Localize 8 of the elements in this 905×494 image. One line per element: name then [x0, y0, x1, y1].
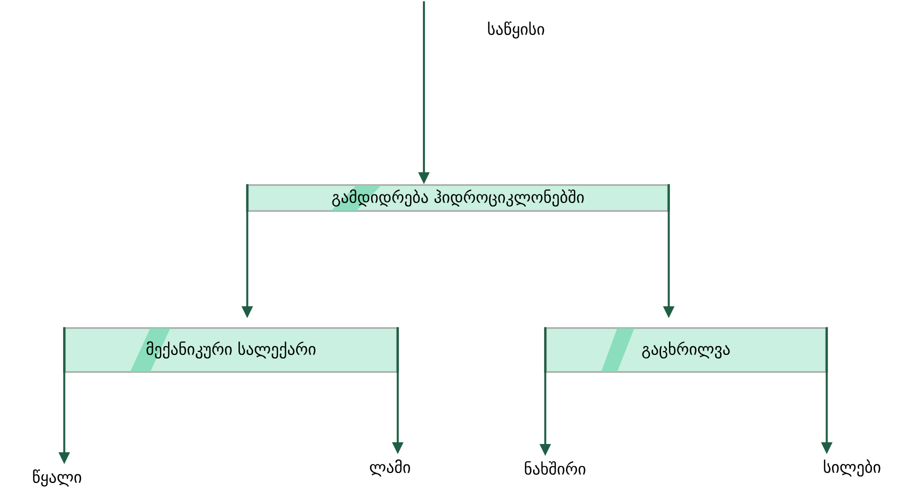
process-box: მექანიკური სალექარი: [63, 326, 399, 374]
output-label: სილები: [824, 459, 880, 477]
process-box: გამდიდრება ჰიდროციკლონებში: [246, 183, 670, 213]
output-label: ლამი: [370, 459, 410, 476]
output-label: საწყისი: [488, 21, 544, 39]
output-label: წყალი: [33, 469, 82, 487]
output-label: ნახშირი: [524, 461, 586, 475]
process-box: გაცხრილვა: [544, 326, 828, 374]
